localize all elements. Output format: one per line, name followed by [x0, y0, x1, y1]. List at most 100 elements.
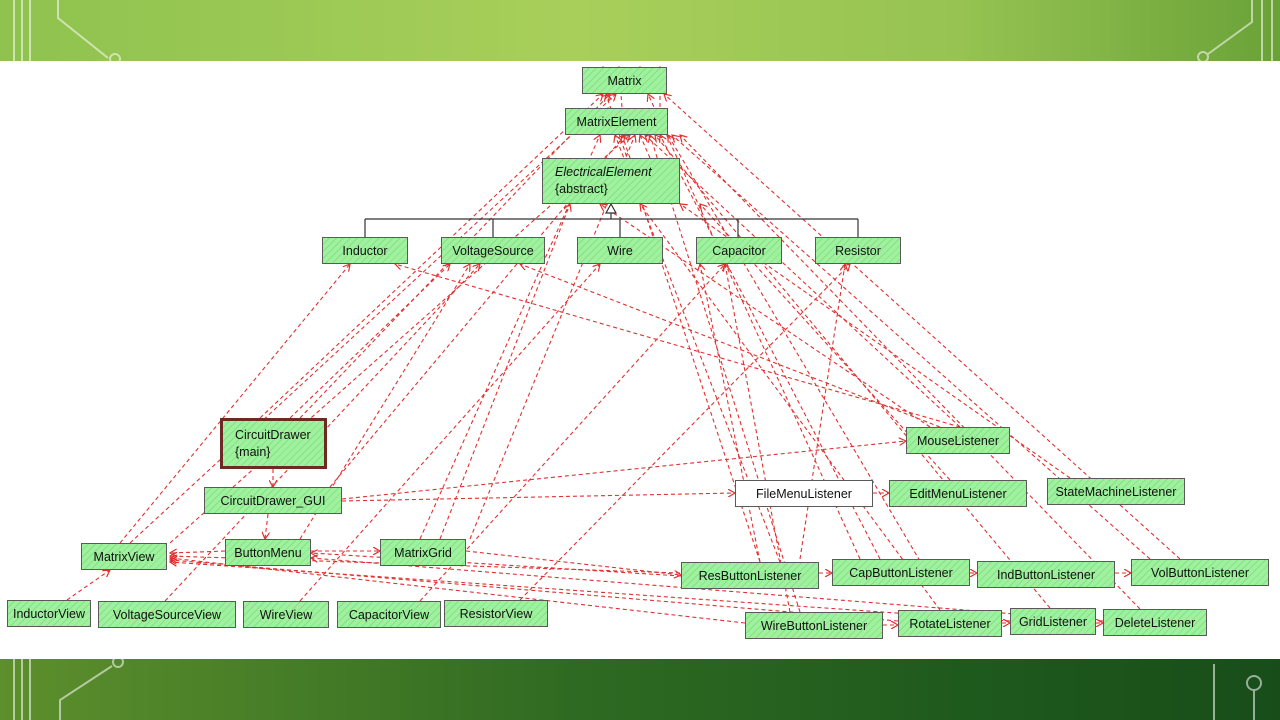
class-matrix-element[interactable]: MatrixElement	[565, 108, 668, 135]
class-label: StateMachineListener	[1055, 484, 1177, 499]
class-button-menu[interactable]: ButtonMenu	[225, 539, 311, 566]
class-wire-view[interactable]: WireView	[243, 601, 329, 628]
class-resistor[interactable]: Resistor	[815, 237, 901, 264]
class-label: CapacitorView	[348, 607, 430, 622]
bottom-banner	[0, 659, 1280, 720]
class-label: InductorView	[12, 606, 86, 621]
class-label: Matrix	[607, 73, 642, 88]
dependency-arrow	[520, 264, 941, 428]
dependency-arrow	[519, 264, 850, 601]
class-circuit-drawer-gui[interactable]: CircuitDrawer_GUI	[204, 487, 342, 514]
inheritance-arrowhead	[604, 202, 618, 214]
dependency-arrow	[799, 264, 845, 560]
uml-class-diagram: Matrix MatrixElement ElectricalElement {a…	[0, 61, 1280, 659]
class-label: Resistor	[835, 243, 881, 258]
class-label: MouseListener	[917, 433, 999, 448]
top-banner	[0, 0, 1280, 61]
class-circuit-drawer[interactable]: CircuitDrawer {main}	[220, 418, 327, 469]
class-matrix[interactable]: Matrix	[582, 67, 667, 94]
dependency-arrow	[259, 94, 603, 419]
class-delete-listener[interactable]: DeleteListener	[1103, 609, 1207, 636]
class-electrical-element[interactable]: ElectricalElement {abstract}	[542, 158, 680, 204]
class-label: WireView	[259, 607, 313, 622]
class-mouse-listener[interactable]: MouseListener	[906, 427, 1010, 454]
class-label: ResButtonListener	[698, 568, 802, 583]
class-label: EditMenuListener	[909, 486, 1007, 501]
dependency-arrow	[680, 135, 1141, 610]
class-capacitor[interactable]: Capacitor	[696, 237, 782, 264]
class-label: CircuitDrawer	[235, 427, 311, 442]
dependency-arrow	[465, 550, 681, 575]
class-label: VolButtonListener	[1151, 565, 1249, 580]
class-matrix-view[interactable]: MatrixView	[81, 543, 167, 570]
class-label: WireButtonListener	[760, 618, 868, 633]
class-label: Wire	[607, 243, 633, 258]
dependency-arrow	[341, 441, 906, 500]
dependency-arrow	[725, 264, 791, 613]
dependency-arrow	[668, 135, 921, 562]
class-label: ElectricalElement	[555, 165, 652, 179]
class-label: IndButtonListener	[997, 567, 1095, 582]
dependency-arrow	[170, 551, 226, 553]
dependency-arrow	[299, 264, 470, 540]
class-res-button-listener[interactable]: ResButtonListener	[681, 562, 819, 589]
class-label: VoltageSource	[452, 243, 534, 258]
class-cap-button-listener[interactable]: CapButtonListener	[832, 559, 970, 586]
class-edit-menu-listener[interactable]: EditMenuListener	[889, 480, 1027, 507]
class-label: CapButtonListener	[849, 565, 953, 580]
dependency-arrow	[311, 553, 682, 577]
dependency-arrow	[395, 264, 961, 428]
dependency-arrow	[640, 135, 651, 159]
dependency-arrow	[129, 94, 616, 544]
class-resistor-view[interactable]: ResistorView	[444, 600, 548, 627]
dependency-arrow	[606, 94, 761, 563]
class-voltage-source-view[interactable]: VoltageSourceView	[98, 601, 236, 628]
class-rotate-listener[interactable]: RotateListener	[898, 610, 1002, 637]
class-vol-button-listener[interactable]: VolButtonListener	[1131, 559, 1269, 586]
class-voltage-source[interactable]: VoltageSource	[441, 237, 545, 264]
dependency-arrow	[655, 135, 1051, 609]
stereotype-label: {abstract}	[555, 182, 608, 196]
class-state-machine-listener[interactable]: StateMachineListener	[1047, 478, 1185, 505]
dependency-arrow	[289, 264, 450, 419]
stereotype-label: {main}	[235, 444, 271, 459]
dependency-arrow	[640, 204, 941, 611]
class-grid-listener[interactable]: GridListener	[1010, 608, 1096, 635]
class-label: FileMenuListener	[756, 486, 852, 501]
class-file-menu-listener[interactable]: FileMenuListener	[735, 480, 873, 507]
dependency-arrow	[341, 493, 735, 502]
dependency-arrow	[170, 560, 899, 622]
inheritance-tree	[364, 202, 859, 237]
class-label: GridListener	[1018, 614, 1088, 629]
class-label: ButtonMenu	[234, 545, 302, 560]
class-label: Inductor	[342, 243, 388, 258]
class-inductor-view[interactable]: InductorView	[7, 600, 91, 627]
diagram-edges	[66, 61, 1181, 659]
class-wire[interactable]: Wire	[577, 237, 663, 264]
class-label: ResistorView	[459, 606, 533, 621]
dependency-arrow	[419, 264, 725, 602]
dependency-arrow	[439, 204, 570, 540]
class-capacitor-view[interactable]: CapacitorView	[337, 601, 441, 628]
class-label: DeleteListener	[1114, 615, 1196, 630]
class-matrix-grid[interactable]: MatrixGrid	[380, 539, 466, 566]
dependency-arrow	[170, 558, 746, 624]
dependency-arrow	[645, 135, 961, 428]
class-wire-button-listener[interactable]: WireButtonListener	[745, 612, 883, 639]
class-ind-button-listener[interactable]: IndButtonListener	[977, 561, 1115, 588]
class-label: MatrixGrid	[394, 545, 452, 560]
class-label: VoltageSourceView	[112, 607, 222, 622]
class-label: MatrixElement	[576, 114, 657, 129]
class-label: RotateListener	[909, 616, 991, 631]
dependency-arrow	[119, 264, 350, 544]
dependency-arrow	[265, 513, 268, 539]
class-inductor[interactable]: Inductor	[322, 237, 408, 264]
class-label: CircuitDrawer_GUI	[220, 493, 326, 508]
dependency-arrow	[700, 264, 761, 563]
class-label: Capacitor	[712, 243, 766, 258]
dependency-arrow	[469, 135, 635, 540]
class-label: MatrixView	[93, 549, 155, 564]
dependency-arrow	[66, 570, 110, 601]
dependency-arrow	[650, 135, 801, 613]
dependency-arrow	[419, 135, 600, 540]
